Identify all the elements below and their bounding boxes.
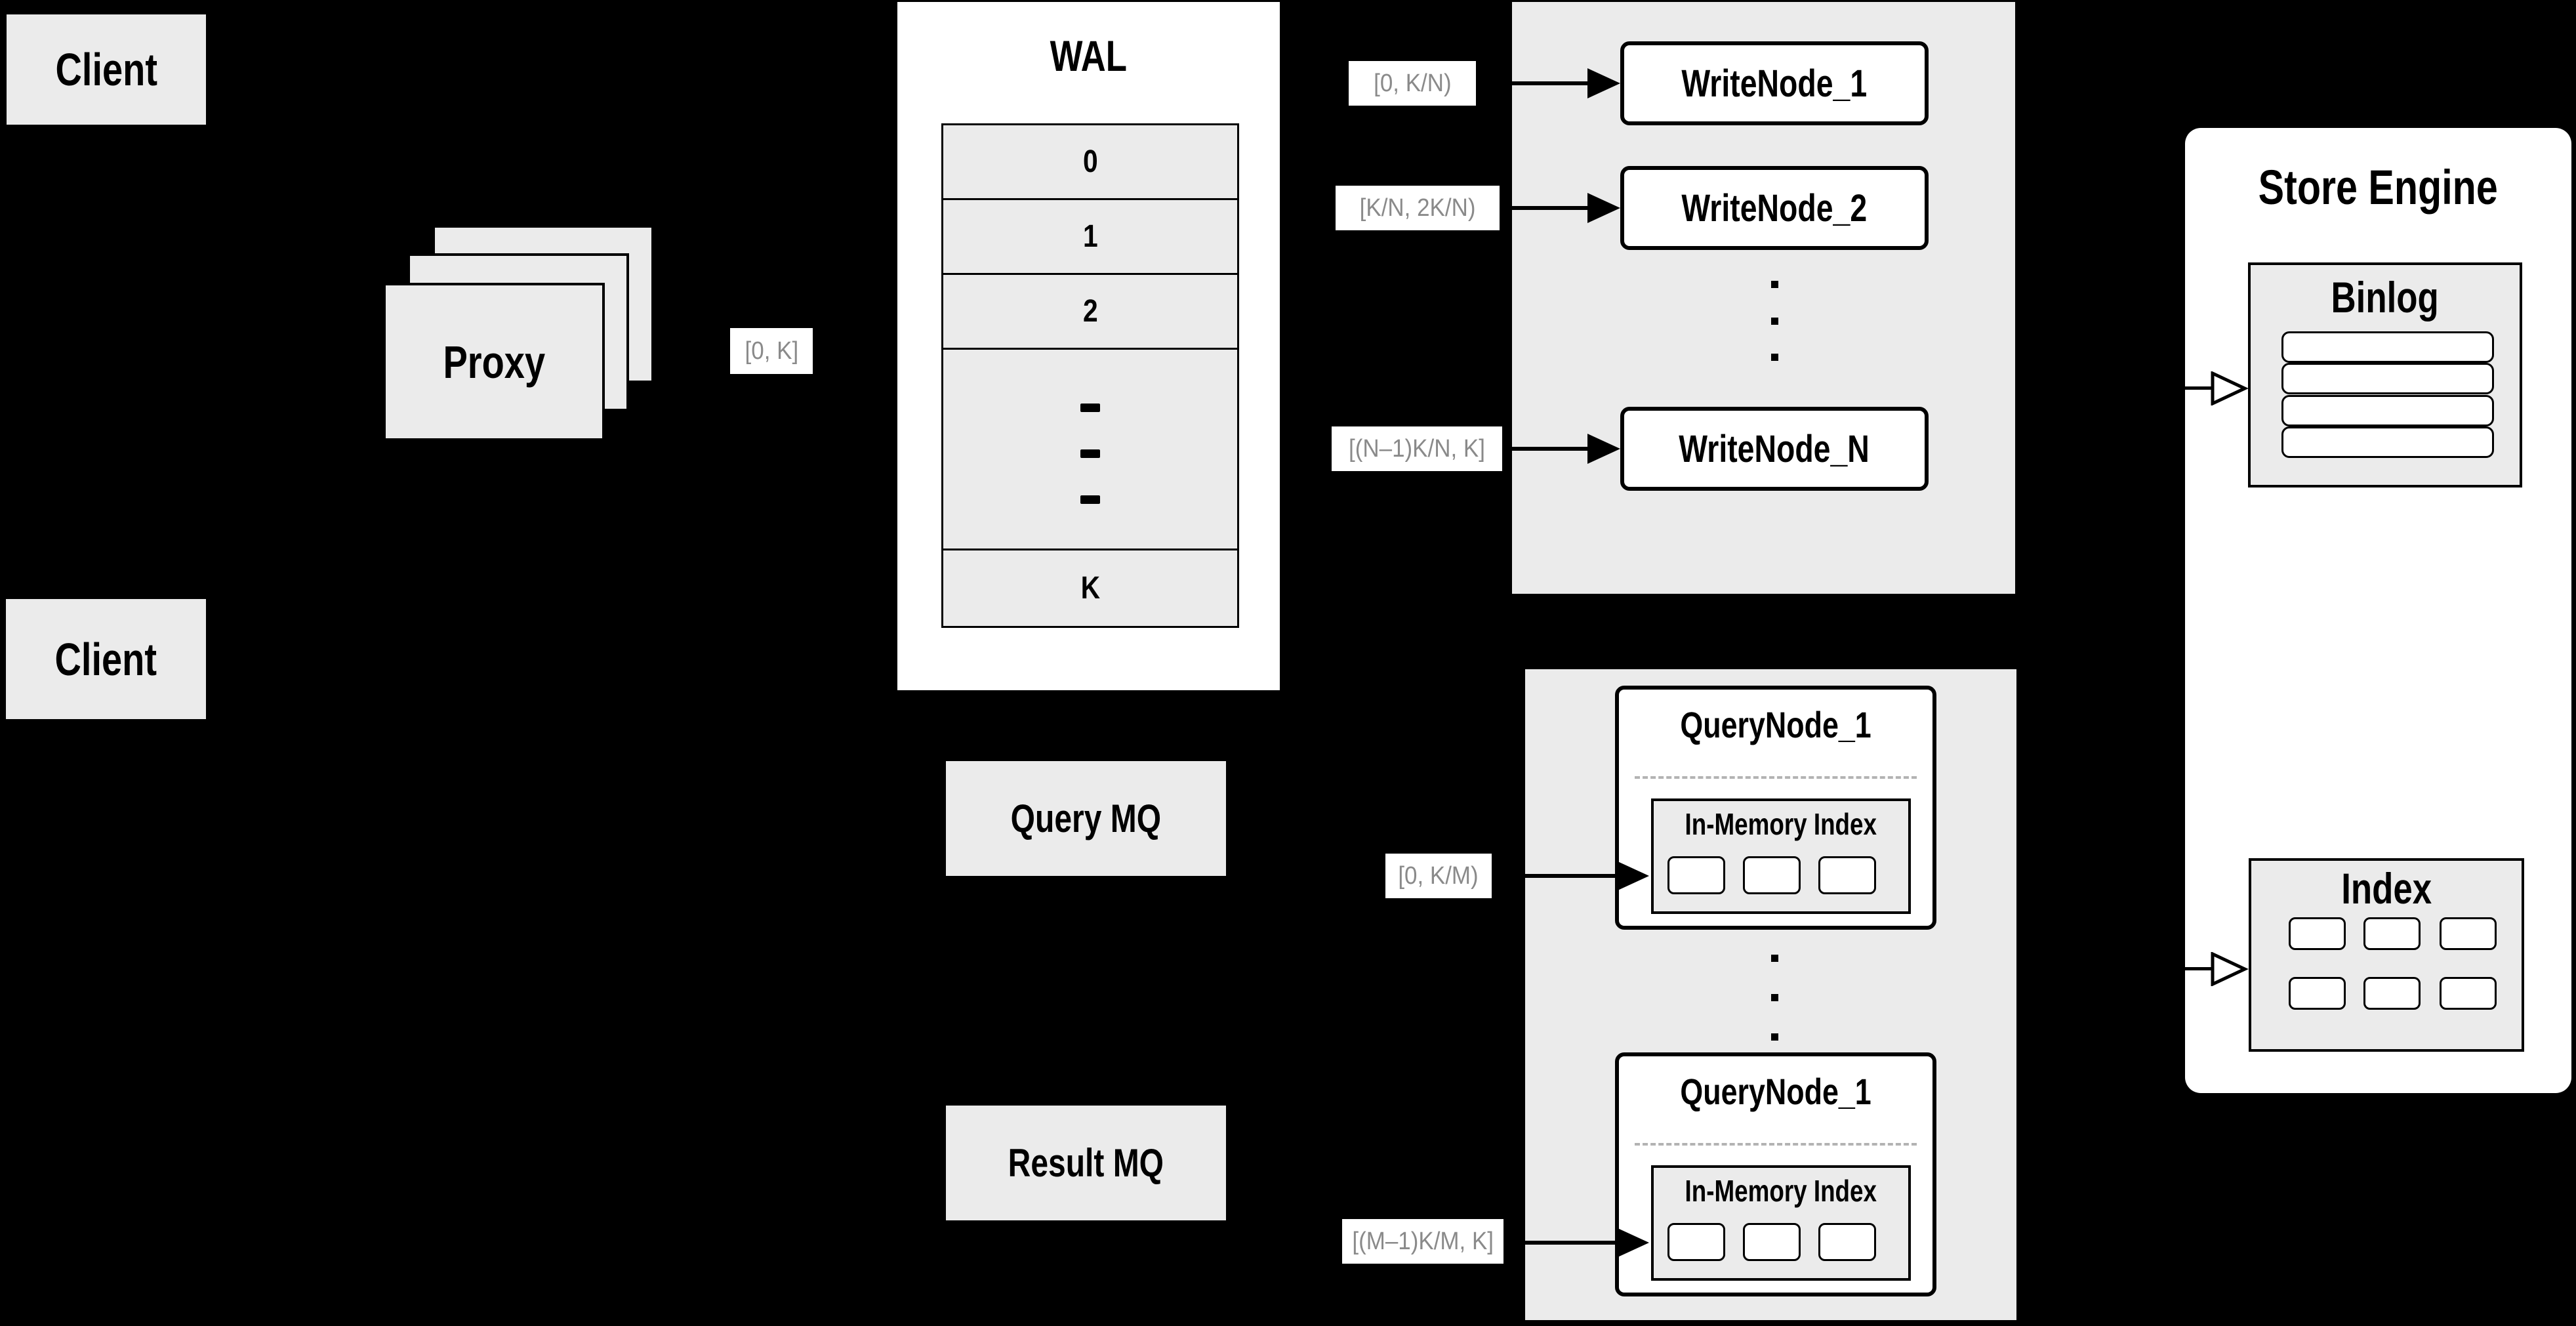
wal-title-wrap: WAL <box>897 26 1280 85</box>
range-chip-proxy-wal-text: [0, K] <box>745 337 798 365</box>
proxy-label: Proxy <box>443 336 545 388</box>
ellipsis-dot <box>1771 354 1778 361</box>
ellipsis-dot <box>1771 955 1778 962</box>
range-chip-proxy-wal: [0, K] <box>730 328 813 374</box>
arrow-line-to-querynode-bottom <box>1503 1241 1616 1245</box>
open-arrow-head-to-binlog <box>2211 371 2249 405</box>
ellipsis-dot <box>1771 994 1778 1001</box>
arrow-line-to-querynode-top <box>1492 874 1616 878</box>
arrow-line-to-writenode-n <box>1502 447 1587 451</box>
index-cell <box>2363 977 2421 1010</box>
client-top-box: Client <box>7 14 206 125</box>
querynode-top-title: QueryNode_1 <box>1680 703 1871 745</box>
index-cell <box>2363 917 2421 950</box>
inmemory-index-top-title-wrap: In-Memory Index <box>1651 803 1911 845</box>
wal-slot-row: 0 <box>943 125 1237 201</box>
index-cell <box>2289 917 2346 950</box>
arrow-head-to-writenode-1 <box>1587 68 1620 98</box>
wal-slot-row: 1 <box>943 200 1237 276</box>
wal-slot-row: K <box>943 550 1237 626</box>
result-mq-box: Result MQ <box>946 1106 1226 1220</box>
index-title: Index <box>2341 864 2432 913</box>
proxy-card-front: Proxy <box>383 283 605 441</box>
result-mq-label: Result MQ <box>1008 1141 1164 1185</box>
open-arrow-head-to-index <box>2211 952 2249 986</box>
range-chip-query-m-text: [(M–1)K/M, K] <box>1352 1227 1494 1255</box>
memory-segment-cell <box>1818 1223 1876 1261</box>
index-cell <box>2289 977 2346 1010</box>
writenode-1-box: WriteNode_1 <box>1620 41 1929 125</box>
arrow-head-to-querynode-top <box>1616 861 1649 891</box>
ellipsis-dot <box>1080 449 1100 459</box>
ellipsis-dot <box>1080 404 1100 413</box>
binlog-title-wrap: Binlog <box>2248 268 2522 327</box>
querynode-bottom-title-wrap: QueryNode_1 <box>1615 1064 1936 1119</box>
range-chip-query-1: [0, K/M) <box>1385 854 1492 898</box>
wal-slot-0: 0 <box>1082 144 1098 180</box>
binlog-segment <box>2281 331 2494 363</box>
querynode-bottom-title: QueryNode_1 <box>1680 1070 1871 1112</box>
ellipsis-dot <box>1771 281 1778 288</box>
arrow-line-to-binlog <box>2185 386 2214 390</box>
writenode-n-label: WriteNode_N <box>1679 427 1870 470</box>
client-bottom-box: Client <box>6 599 206 719</box>
index-box <box>2249 858 2524 1052</box>
querynode-top-dashed-separator <box>1635 776 1917 779</box>
querynode-top-title-wrap: QueryNode_1 <box>1615 697 1936 752</box>
client-bottom-label: Client <box>54 633 157 685</box>
memory-segment-cell <box>1667 1223 1725 1261</box>
binlog-segment <box>2281 363 2494 394</box>
index-cell <box>2440 977 2497 1010</box>
binlog-title: Binlog <box>2331 273 2440 321</box>
binlog-segment <box>2281 426 2494 458</box>
range-chip-write-1: [0, K/N) <box>1349 61 1476 106</box>
arrow-head-to-writenode-2 <box>1587 193 1620 223</box>
wal-slot-table: 0 1 2 K <box>941 123 1239 628</box>
writenode-n-box: WriteNode_N <box>1620 407 1929 491</box>
arrow-line-to-index <box>2185 967 2214 970</box>
inmemory-index-top-title: In-Memory Index <box>1685 807 1877 841</box>
client-top-label: Client <box>55 44 157 95</box>
range-chip-write-2: [K/N, 2K/N) <box>1336 186 1500 230</box>
memory-segment-cell <box>1667 856 1725 894</box>
memory-segment-cell <box>1743 1223 1801 1261</box>
query-mq-label: Query MQ <box>1010 797 1162 840</box>
wal-slot-row: 2 <box>943 275 1237 350</box>
range-chip-write-n: [(N–1)K/N, K] <box>1332 426 1502 471</box>
range-chip-write-1-text: [0, K/N) <box>1373 69 1452 97</box>
writenode-2-box: WriteNode_2 <box>1620 166 1929 250</box>
inmemory-index-bottom-title: In-Memory Index <box>1685 1174 1877 1208</box>
store-engine-title-wrap: Store Engine <box>2185 157 2571 217</box>
wal-slot-1: 1 <box>1082 219 1098 255</box>
arrow-line-to-writenode-1 <box>1476 81 1587 85</box>
range-chip-write-2-text: [K/N, 2K/N) <box>1359 194 1476 222</box>
binlog-segment <box>2281 395 2494 426</box>
writenode-1-label: WriteNode_1 <box>1681 62 1868 105</box>
ellipsis-dot <box>1080 495 1100 505</box>
ellipsis-dot <box>1771 318 1778 325</box>
querynode-bottom-dashed-separator <box>1635 1143 1917 1146</box>
wal-slot-k: K <box>1080 570 1100 606</box>
arrow-head-to-querynode-bottom <box>1616 1228 1649 1258</box>
wal-slot-2: 2 <box>1082 294 1098 329</box>
range-chip-query-1-text: [0, K/M) <box>1398 861 1479 890</box>
query-mq-box: Query MQ <box>946 761 1226 876</box>
range-chip-write-n-text: [(N–1)K/N, K] <box>1349 434 1485 463</box>
index-title-wrap: Index <box>2249 861 2524 916</box>
writenode-2-label: WriteNode_2 <box>1681 186 1868 230</box>
wal-slot-ellipsis-row <box>943 350 1237 550</box>
inmemory-index-bottom-title-wrap: In-Memory Index <box>1651 1170 1911 1212</box>
memory-segment-cell <box>1818 856 1876 894</box>
wal-title: WAL <box>1050 31 1128 80</box>
store-engine-title: Store Engine <box>2258 159 2499 215</box>
arrow-head-to-writenode-n <box>1587 434 1620 464</box>
memory-segment-cell <box>1743 856 1801 894</box>
ellipsis-dot <box>1771 1033 1778 1041</box>
arrow-line-to-writenode-2 <box>1500 206 1587 210</box>
index-cell <box>2440 917 2497 950</box>
range-chip-query-m: [(M–1)K/M, K] <box>1342 1219 1503 1264</box>
